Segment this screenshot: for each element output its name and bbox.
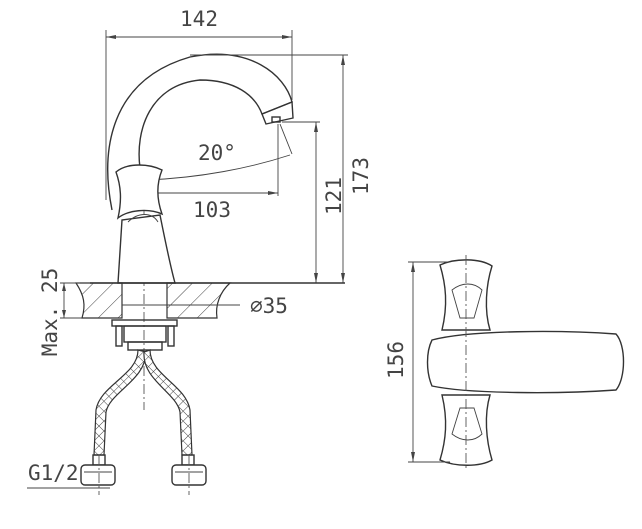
dimension-width: 142 (105, 7, 293, 200)
dimension-angle: 20° (145, 123, 293, 196)
handle-top-view (426, 255, 625, 470)
dimension-reach-label: 103 (193, 198, 231, 222)
thread-label: G1/2 (28, 461, 79, 485)
dimension-total-height-label: 173 (349, 157, 373, 195)
spout (107, 53, 294, 211)
dimension-width-label: 142 (180, 7, 218, 31)
dimension-angle-label: 20° (198, 141, 236, 165)
fitting-left (80, 454, 116, 486)
hole-diameter-label: ∅35 (250, 294, 288, 318)
dimension-spout-height-label: 121 (322, 177, 346, 215)
counter-thickness-label: Max. 25 (38, 268, 62, 357)
hose-left (93, 349, 147, 456)
dimension-spout-height: 121 (282, 121, 346, 283)
dimension-total-height: 173 (190, 54, 373, 283)
faucet-body (117, 214, 176, 284)
countertop-section: ∅35 (74, 282, 288, 319)
dimension-thread: G1/2 (27, 461, 110, 489)
dimension-counter-thickness: Max. 25 (38, 268, 82, 357)
handle-side (115, 164, 164, 220)
dimension-handle-length: 156 (384, 261, 450, 463)
dimension-reach: 103 (146, 191, 278, 222)
body-detail (127, 214, 159, 223)
hose-right (143, 349, 193, 456)
mounting-nut (111, 319, 178, 351)
handle-length-label: 156 (384, 341, 408, 379)
